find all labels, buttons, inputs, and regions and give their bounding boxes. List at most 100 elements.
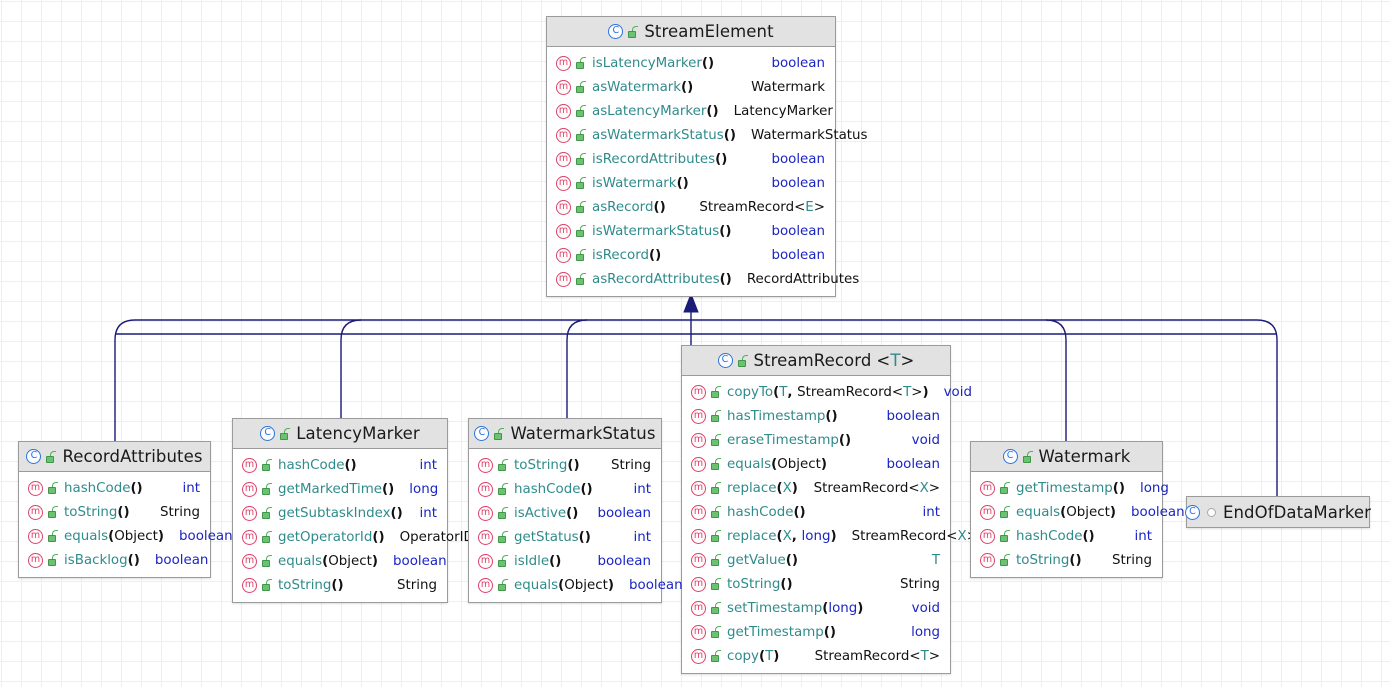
member-row[interactable]: isRecordAttributes()boolean: [547, 147, 835, 171]
member-row[interactable]: toString()String: [19, 500, 210, 524]
member-row[interactable]: getValue()T: [682, 548, 950, 572]
class-header-record-attributes[interactable]: RecordAttributes: [19, 442, 210, 472]
member-signature: getMarkedTime(): [278, 482, 394, 497]
public-lock-icon: [498, 555, 509, 567]
member-return-type: WatermarkStatus: [741, 128, 868, 143]
member-row[interactable]: hashCode()int: [469, 477, 661, 501]
public-lock-icon: [711, 530, 722, 542]
member-row[interactable]: isActive()boolean: [469, 501, 661, 525]
member-row[interactable]: isLatencyMarker()boolean: [547, 51, 835, 75]
member-row[interactable]: isBacklog()boolean: [19, 548, 210, 572]
member-row[interactable]: equals(Object)boolean: [233, 549, 447, 573]
member-return-type: String: [601, 458, 651, 473]
member-row[interactable]: setTimestamp(long)void: [682, 596, 950, 620]
method-icon: [242, 481, 257, 497]
member-return-type: int: [173, 481, 200, 496]
token-name: hashCode: [727, 504, 794, 520]
member-signature: hashCode(): [1016, 529, 1095, 544]
member-row[interactable]: asRecord()StreamRecord<E>: [547, 195, 835, 219]
member-row[interactable]: toString()String: [233, 573, 447, 597]
uml-class-end-of-data-marker[interactable]: EndOfDataMarker: [1184, 496, 1371, 528]
member-row[interactable]: isIdle()boolean: [469, 549, 661, 573]
member-row[interactable]: toString()String: [469, 453, 661, 477]
member-row[interactable]: isWatermarkStatus()boolean: [547, 219, 835, 243]
member-return-type: long: [1130, 481, 1169, 496]
public-lock-icon: [1000, 554, 1011, 566]
method-icon: [691, 408, 706, 424]
member-row[interactable]: hashCode()int: [19, 476, 210, 500]
member-row[interactable]: asWatermark()Watermark: [547, 75, 835, 99]
member-row[interactable]: eraseTimestamp()void: [682, 428, 950, 452]
member-signature: setTimestamp(long): [727, 601, 863, 616]
member-row[interactable]: equals(Object)boolean: [469, 573, 683, 597]
member-row[interactable]: replace(X)StreamRecord<X>: [682, 476, 950, 500]
member-row[interactable]: getOperatorId()OperatorID: [233, 525, 474, 549]
member-row[interactable]: isWatermark()boolean: [547, 171, 835, 195]
member-row[interactable]: getMarkedTime()long: [233, 477, 447, 501]
member-row[interactable]: getStatus()int: [469, 525, 661, 549]
token-name: asRecordAttributes: [592, 271, 720, 287]
uml-class-watermark[interactable]: Watermark getTimestamp()longequals(Object…: [970, 441, 1185, 578]
uml-class-record-attributes[interactable]: RecordAttributes hashCode()inttoString()S…: [18, 441, 233, 578]
member-row[interactable]: copyTo(T, StreamRecord<T>)void: [682, 380, 972, 404]
member-row[interactable]: hasTimestamp()boolean: [682, 404, 950, 428]
member-row[interactable]: hashCode()int: [233, 453, 447, 477]
member-row[interactable]: asRecordAttributes()RecordAttributes: [547, 267, 859, 291]
method-icon: [478, 505, 493, 521]
member-signature: equals(Object): [278, 554, 378, 569]
method-icon: [28, 528, 43, 544]
token-punct: (): [653, 199, 666, 215]
class-icon: [1184, 504, 1200, 520]
token-punct: (): [723, 127, 736, 143]
member-signature: isBacklog(): [64, 553, 140, 568]
member-row[interactable]: equals(Object)boolean: [682, 452, 950, 476]
member-row[interactable]: isRecord()boolean: [547, 243, 835, 267]
class-header-watermark[interactable]: Watermark: [971, 442, 1162, 472]
member-row[interactable]: hashCode()int: [682, 500, 950, 524]
token-name: copy: [727, 648, 759, 664]
member-row[interactable]: copy(T)StreamRecord<T>: [682, 644, 950, 668]
uml-class-stream-element[interactable]: StreamElement isLatencyMarker()booleanasW…: [546, 16, 868, 297]
class-header-end-of-data-marker[interactable]: EndOfDataMarker: [1184, 497, 1371, 527]
member-row[interactable]: replace(X, long)StreamRecord<X>: [682, 524, 978, 548]
token-name: getMarkedTime: [278, 481, 383, 497]
token-name: hashCode: [278, 457, 345, 473]
member-row[interactable]: asWatermarkStatus()WatermarkStatus: [547, 123, 868, 147]
method-icon: [556, 79, 571, 95]
method-icon: [478, 481, 493, 497]
token-name: isBacklog: [64, 552, 128, 568]
class-header-stream-record[interactable]: StreamRecord<T>: [682, 346, 950, 376]
member-signature: copyTo(T, StreamRecord<T>): [727, 385, 929, 400]
class-header-stream-element[interactable]: StreamElement: [547, 17, 835, 47]
member-return-type: LatencyMarker: [724, 104, 833, 119]
token-name: toString: [1016, 552, 1070, 568]
token-name: toString: [278, 577, 332, 593]
member-signature: asRecord(): [592, 200, 666, 215]
class-icon: [608, 24, 624, 39]
member-row[interactable]: getTimestamp()long: [971, 476, 1169, 500]
uml-class-stream-record[interactable]: StreamRecord<T> copyTo(T, StreamRecord<T>…: [681, 345, 978, 674]
class-header-latency-marker[interactable]: LatencyMarker: [233, 419, 447, 449]
member-row[interactable]: asLatencyMarker()LatencyMarker: [547, 99, 835, 123]
member-row[interactable]: equals(Object)boolean: [971, 500, 1185, 524]
uml-class-latency-marker[interactable]: LatencyMarkerhashCode()intgetMarkedTime(…: [232, 418, 474, 603]
token-punct: (): [825, 408, 838, 424]
token-name: equals: [64, 528, 109, 544]
token-punct: (): [719, 223, 732, 239]
member-row[interactable]: getTimestamp()long: [682, 620, 950, 644]
member-row[interactable]: toString()String: [971, 548, 1162, 572]
method-icon: [980, 528, 995, 544]
class-icon: [717, 353, 733, 368]
token-prim: boolean: [771, 247, 825, 263]
token-name: isWatermarkStatus: [592, 223, 720, 239]
member-row[interactable]: getSubtaskIndex()int: [233, 501, 447, 525]
token-prim: boolean: [886, 408, 940, 424]
connector-watermark-status: [566, 319, 588, 418]
member-row[interactable]: toString()String: [682, 572, 950, 596]
class-header-watermark-status[interactable]: WatermarkStatus: [469, 419, 661, 449]
public-lock-icon: [576, 249, 587, 261]
uml-class-watermark-status[interactable]: WatermarkStatus toString()StringhashCode(…: [468, 418, 683, 603]
member-row[interactable]: hashCode()int: [971, 524, 1162, 548]
member-row[interactable]: equals(Object)boolean: [19, 524, 233, 548]
